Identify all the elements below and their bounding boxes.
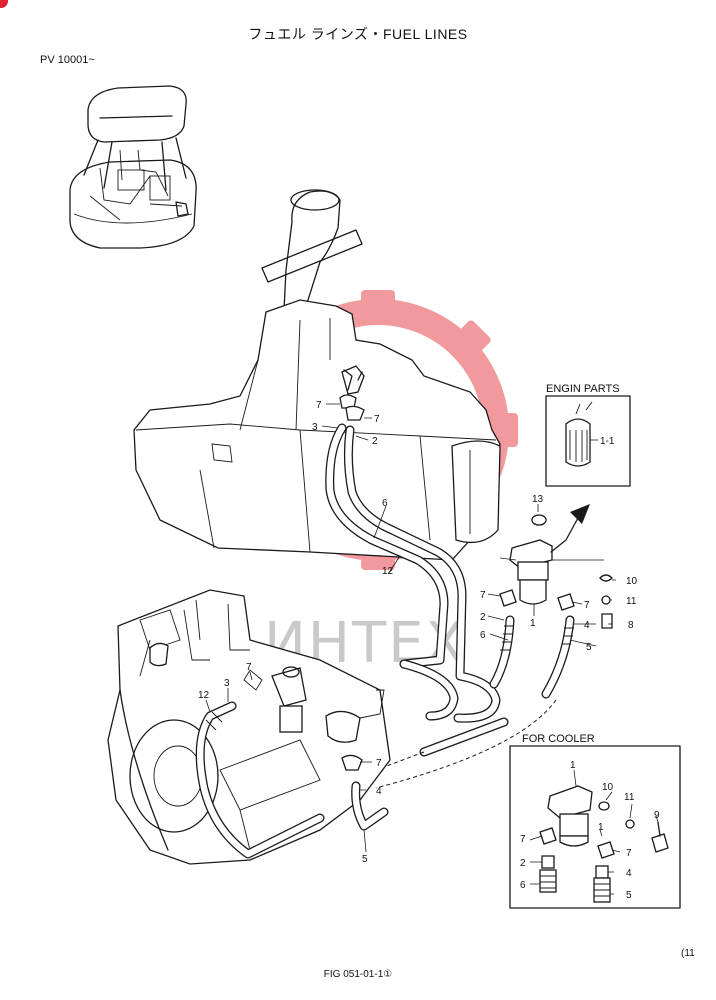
engine-parts-inset-title: ENGIN PARTS [546,383,620,395]
callout-label: 6 [382,498,388,509]
callout-label: 7 [374,414,380,425]
callout-label: 10 [626,576,638,587]
fuel-hose-routing [325,423,557,789]
callout-label: 5 [586,642,592,653]
for-cooler-inset-title: FOR COOLER [522,733,595,745]
tank-hose-clamps [339,369,365,421]
callout-label: 1 [530,618,536,629]
callout-label: 2 [372,436,378,447]
callout-numbers: 7 7 3 2 6 12 13 7 2 6 10 11 7 4 8 5 1 7 … [198,400,660,901]
callout-leader-lines [205,403,659,895]
callout-label: 5 [626,890,632,901]
callout-label: 6 [520,880,526,891]
engine-illustration [107,589,391,865]
for-cooler-inset [509,745,681,909]
callout-label: 12 [382,566,394,577]
callout-label: 5 [362,854,368,865]
engine-parts-inset [545,395,631,487]
callout-label: 7 [480,590,486,601]
figure-number: FIG 051-01-1① [323,969,393,980]
page-title: フュエル ラインズ・FUEL LINES [248,26,468,42]
callout-label: 2 [520,858,526,869]
filter-short-hoses [489,615,575,699]
callout-label: 1-1 [600,436,615,447]
callout-label: 6 [480,630,486,641]
callout-label: 7 [316,400,322,411]
callout-label: 10 [602,782,614,793]
serial-range: PV 10001~ [40,54,95,66]
callout-label: 4 [584,620,590,631]
callout-label: 7 [376,758,382,769]
callout-label: 3 [224,678,230,689]
engine-side-hoses [195,701,389,859]
callout-label: 7 [246,662,252,673]
callout-label: 4 [626,868,632,879]
fuel-filter-assembly [499,504,613,629]
callout-label: 4 [376,786,382,797]
callout-label: 7 [520,834,526,845]
callout-label: 9 [654,810,660,821]
callout-label: 12 [198,690,210,701]
red-corner-marker [0,0,8,8]
callout-label: 7 [626,848,632,859]
fuel-tank-illustration [133,189,501,561]
page-marker: (11 [681,948,695,959]
callout-label: 11 [626,596,637,607]
callout-label: 2 [480,612,486,623]
callout-label: 7 [584,600,590,611]
callout-label: 1 [598,822,604,833]
arrow-to-engine-parts-icon [570,504,590,524]
callout-label: 8 [628,620,634,631]
callout-label: 11 [624,792,635,803]
callout-label: 13 [532,494,544,505]
machine-overview-illustration [69,85,197,249]
callout-label: 3 [312,422,318,433]
callout-label: 1 [570,760,576,771]
